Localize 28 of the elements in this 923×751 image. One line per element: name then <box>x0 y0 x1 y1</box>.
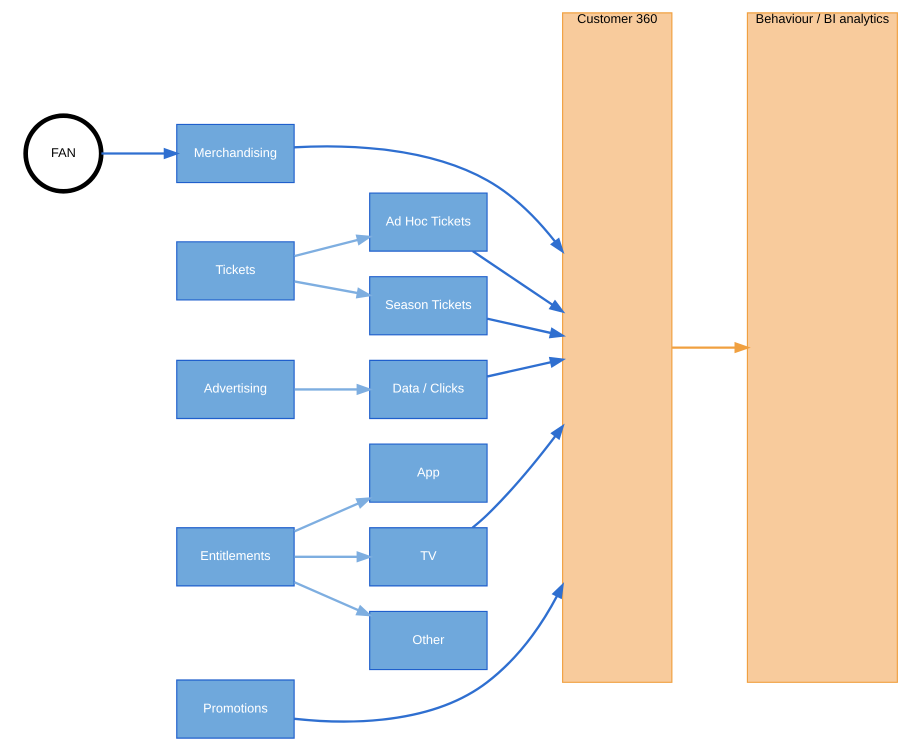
node-box: Promotions <box>176 679 295 739</box>
arrow <box>294 497 373 533</box>
arrow <box>472 424 565 529</box>
arrow <box>294 280 373 298</box>
arrow <box>487 318 566 338</box>
arrow <box>294 234 373 258</box>
node-box: Merchandising <box>176 124 295 184</box>
arrow <box>294 384 373 396</box>
arrow <box>472 250 566 314</box>
node-box: Season Tickets <box>369 276 488 336</box>
node-box: Ad Hoc Tickets <box>369 192 488 252</box>
node-box: Entitlements <box>176 527 295 586</box>
arrow <box>294 582 564 723</box>
node-box: Tickets <box>176 241 295 301</box>
node-box: Data / Clicks <box>369 360 488 420</box>
node-box: App <box>369 444 488 503</box>
arrow <box>294 581 373 617</box>
node-box: Other <box>369 610 488 670</box>
arrow <box>101 148 180 160</box>
node-box: Customer 360 <box>562 12 672 683</box>
arrow <box>294 551 373 563</box>
node-circle: FAN <box>23 113 104 194</box>
node-box: Advertising <box>176 360 295 420</box>
arrow <box>487 356 566 378</box>
arrow <box>294 145 564 254</box>
arrow <box>672 342 751 354</box>
node-box: Behaviour / BI analytics <box>746 12 898 683</box>
node-box: TV <box>369 527 488 586</box>
